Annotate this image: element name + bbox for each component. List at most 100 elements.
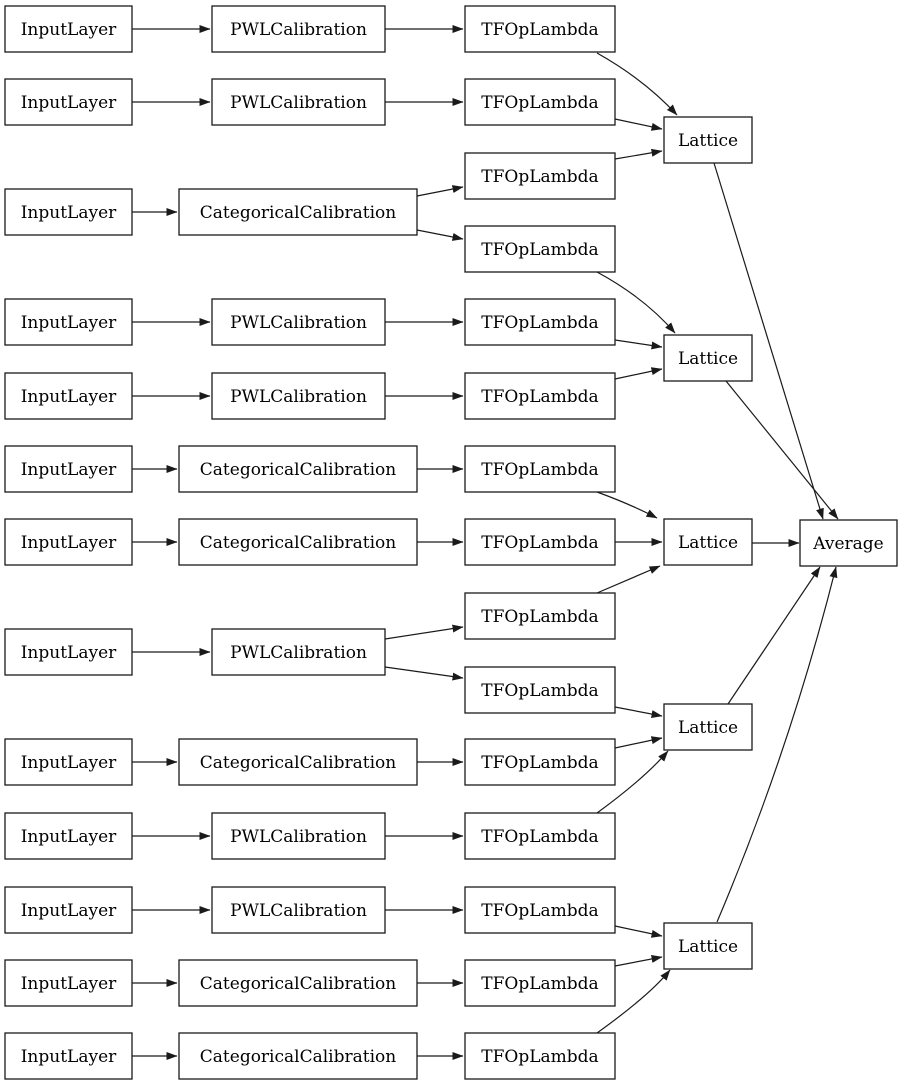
node-label-cal13: CategoricalCalibration <box>200 1047 396 1067</box>
node-tf4: TFOpLambda <box>464 225 616 273</box>
edge-tf4-lat2 <box>596 271 676 334</box>
node-label-il11: InputLayer <box>21 901 117 921</box>
node-box-lat3 <box>663 518 753 566</box>
node-cal5: PWLCalibration <box>211 372 386 420</box>
node-il10: InputLayer <box>4 812 133 860</box>
node-tf15: TFOpLambda <box>464 1032 616 1080</box>
node-lat4: Lattice <box>663 703 753 751</box>
node-lat3: Lattice <box>663 518 753 566</box>
node-label-cal1: PWLCalibration <box>230 20 367 40</box>
node-cal1: PWLCalibration <box>211 5 386 53</box>
node-box-il8 <box>4 628 133 676</box>
node-box-il13 <box>4 1032 133 1080</box>
node-avg: Average <box>799 519 898 567</box>
node-box-tf5 <box>464 298 616 346</box>
node-label-tf8: TFOpLambda <box>481 533 598 553</box>
node-box-lat4 <box>663 703 753 751</box>
node-label-tf9: TFOpLambda <box>481 607 598 627</box>
node-box-cal1 <box>211 5 386 53</box>
nodes-layer: InputLayerInputLayerInputLayerInputLayer… <box>4 5 898 1080</box>
node-label-avg: Average <box>812 534 883 554</box>
node-box-cal5 <box>211 372 386 420</box>
node-tf1: TFOpLambda <box>464 5 616 53</box>
node-tf5: TFOpLambda <box>464 298 616 346</box>
node-label-lat3: Lattice <box>678 533 738 553</box>
node-box-il11 <box>4 886 133 934</box>
node-label-cal3: CategoricalCalibration <box>200 203 396 223</box>
node-box-il3 <box>4 188 133 236</box>
node-il8: InputLayer <box>4 628 133 676</box>
node-label-cal5: PWLCalibration <box>230 387 367 407</box>
node-cal13: CategoricalCalibration <box>178 1032 418 1080</box>
node-label-cal7: CategoricalCalibration <box>200 533 396 553</box>
edge-tf1-lat1 <box>596 52 678 116</box>
node-tf7: TFOpLambda <box>464 445 616 493</box>
node-cal3: CategoricalCalibration <box>178 188 418 236</box>
node-box-il6 <box>4 445 133 493</box>
edges-layer <box>132 25 839 1060</box>
node-cal4: PWLCalibration <box>211 298 386 346</box>
node-cal6: CategoricalCalibration <box>178 445 418 493</box>
node-label-il3: InputLayer <box>21 203 117 223</box>
node-tf14: TFOpLambda <box>464 959 616 1007</box>
node-box-lat1 <box>663 116 753 164</box>
node-tf8: TFOpLambda <box>464 518 616 566</box>
node-cal9: CategoricalCalibration <box>178 738 418 786</box>
node-box-lat2 <box>663 334 753 382</box>
edge-tf9-lat3 <box>596 565 661 594</box>
node-il4: InputLayer <box>4 298 133 346</box>
edge-cal8-tf9 <box>384 624 464 640</box>
node-label-tf14: TFOpLambda <box>481 974 598 994</box>
node-label-tf13: TFOpLambda <box>481 901 598 921</box>
node-label-tf1: TFOpLambda <box>481 20 598 40</box>
node-tf9: TFOpLambda <box>464 592 616 640</box>
node-label-cal2: PWLCalibration <box>230 93 367 113</box>
node-box-tf7 <box>464 445 616 493</box>
edge-lat5-avg <box>716 566 838 923</box>
edge-tf5-lat2 <box>614 339 663 350</box>
node-label-cal9: CategoricalCalibration <box>200 753 396 773</box>
node-label-lat4: Lattice <box>678 718 738 738</box>
node-box-cal12 <box>178 959 418 1007</box>
edge-tf12-lat4 <box>596 750 669 814</box>
node-box-tf8 <box>464 518 616 566</box>
node-il5: InputLayer <box>4 372 133 420</box>
node-lat5: Lattice <box>663 922 753 970</box>
node-il12: InputLayer <box>4 959 133 1007</box>
node-box-cal2 <box>211 78 386 126</box>
node-cal11: PWLCalibration <box>211 886 386 934</box>
edge-tf11-lat4 <box>614 736 663 749</box>
edge-tf14-lat5 <box>614 955 663 967</box>
node-label-il5: InputLayer <box>21 387 117 407</box>
node-label-cal11: PWLCalibration <box>230 901 367 921</box>
node-box-il5 <box>4 372 133 420</box>
node-label-il9: InputLayer <box>21 753 117 773</box>
edge-tf13-lat5 <box>614 925 663 938</box>
node-cal7: CategoricalCalibration <box>178 518 418 566</box>
node-il9: InputLayer <box>4 738 133 786</box>
node-tf6: TFOpLambda <box>464 372 616 420</box>
node-cal8: PWLCalibration <box>211 628 386 676</box>
node-cal2: PWLCalibration <box>211 78 386 126</box>
node-label-il6: InputLayer <box>21 460 117 480</box>
node-label-il4: InputLayer <box>21 313 117 333</box>
node-il7: InputLayer <box>4 518 133 566</box>
node-label-cal12: CategoricalCalibration <box>200 974 396 994</box>
node-box-tf10 <box>464 666 616 714</box>
node-il3: InputLayer <box>4 188 133 236</box>
node-label-tf7: TFOpLambda <box>481 460 598 480</box>
node-label-tf6: TFOpLambda <box>481 387 598 407</box>
edge-lat1-avg <box>713 162 824 520</box>
node-box-tf15 <box>464 1032 616 1080</box>
edge-cal3-tf4 <box>416 229 464 241</box>
node-label-tf12: TFOpLambda <box>481 827 598 847</box>
node-box-il12 <box>4 959 133 1007</box>
edge-tf15-lat5 <box>596 969 671 1034</box>
node-box-tf14 <box>464 959 616 1007</box>
node-box-tf1 <box>464 5 616 53</box>
node-box-il7 <box>4 518 133 566</box>
node-lat1: Lattice <box>663 116 753 164</box>
node-lat2: Lattice <box>663 334 753 382</box>
node-label-il2: InputLayer <box>21 93 117 113</box>
node-label-tf11: TFOpLambda <box>481 753 598 773</box>
